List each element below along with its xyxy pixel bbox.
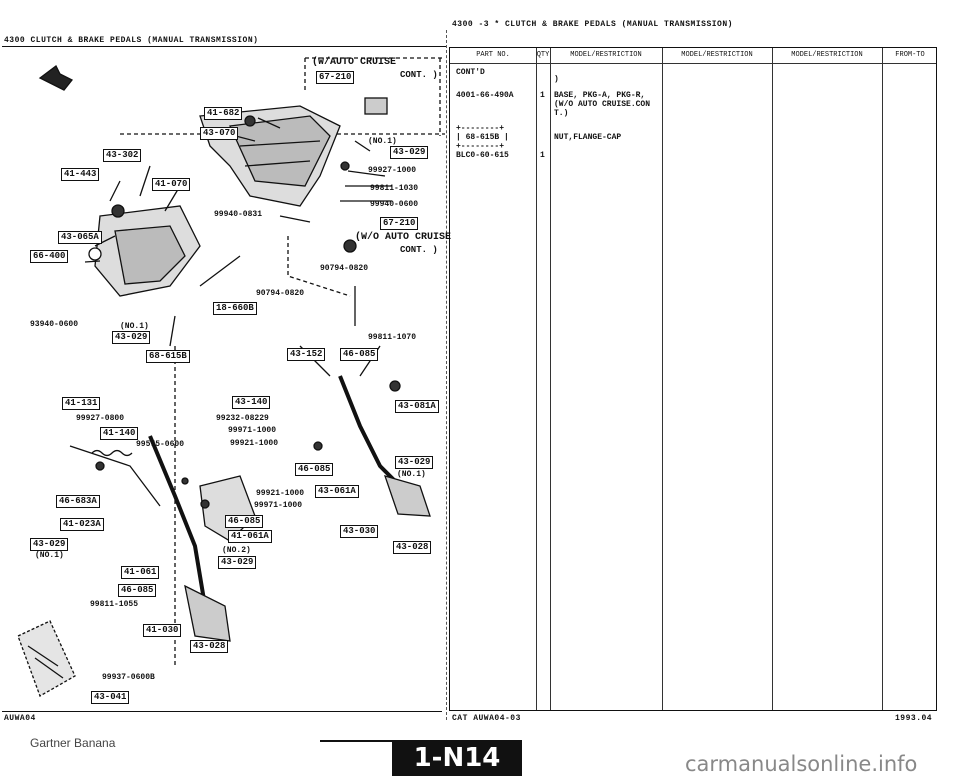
table-cell-part: +--------+ xyxy=(456,142,505,151)
no-label: (NO.1) xyxy=(35,551,64,560)
part-code-box: 67-210 xyxy=(316,71,355,84)
col-header-from-to: FROM-TO xyxy=(895,51,925,59)
page-number-badge: 1-N14 xyxy=(392,740,522,776)
badge-rule-left xyxy=(320,740,392,742)
table-cell-part: 4001-66-490A xyxy=(456,91,514,100)
part-code-box: 41-682 xyxy=(204,107,243,120)
no-label: (NO.1) xyxy=(368,137,397,146)
part-code-box: 68-615B xyxy=(146,350,190,363)
part-code-box: 43-029 xyxy=(218,556,257,569)
part-code-box: 43-029 xyxy=(390,146,429,159)
part-code-box: 41-131 xyxy=(62,397,101,410)
front-arrow-icon xyxy=(38,65,74,91)
part-number: 99937-0600B xyxy=(102,673,155,682)
table-cell-qty: 1 xyxy=(540,151,545,160)
left-footer-code: AUWA04 xyxy=(4,714,36,723)
part-code-box: 43-028 xyxy=(190,640,229,653)
table-cell-qty: 1 xyxy=(540,91,545,100)
right-footer-date: 1993.04 xyxy=(895,714,933,723)
part-number: 93940-0600 xyxy=(30,320,79,329)
part-code-box: 43-061A xyxy=(315,485,359,498)
part-code-box: 43-028 xyxy=(393,541,432,554)
part-code-box: 67-210 xyxy=(380,217,419,230)
part-number: 90794-0820 xyxy=(256,289,305,298)
part-number: 99971-1000 xyxy=(228,426,277,435)
watermark-left: Gartner Banana xyxy=(30,736,116,750)
part-code-box: 43-030 xyxy=(340,525,379,538)
part-code-box: 41-443 xyxy=(61,168,100,181)
left-header-rule xyxy=(2,46,446,47)
part-number: 90794-0820 xyxy=(320,264,369,273)
part-code-box: 46-085 xyxy=(118,584,157,597)
part-number: 99940-0600 xyxy=(370,200,419,209)
no-label: (NO.1) xyxy=(397,470,426,479)
part-number: 99811-1030 xyxy=(370,184,419,193)
part-code-box: 43-065A xyxy=(58,231,102,244)
part-code-box: 46-683A xyxy=(56,495,100,508)
table-cell-desc: NUT,FLANGE-CAP xyxy=(554,133,622,142)
cruise-label-mid-suffix: CONT. ) xyxy=(400,245,438,255)
col-header-qty: QTY xyxy=(536,51,550,59)
part-number: 99232-08229 xyxy=(216,414,269,423)
part-number: 99971-1000 xyxy=(254,501,303,510)
table-cell-desc: (W/O AUTO CRUISE.CON xyxy=(554,100,651,109)
right-page-title: 4300 -3 * CLUTCH & BRAKE PEDALS (MANUAL … xyxy=(452,20,733,29)
part-code-box: 41-070 xyxy=(152,178,191,191)
part-code-box: 43-140 xyxy=(232,396,271,409)
part-number: 99921-1000 xyxy=(256,489,305,498)
part-code-box: 41-030 xyxy=(143,624,182,637)
part-code-box: 43-029 xyxy=(112,331,151,344)
part-number: 99575-0600 xyxy=(136,440,185,449)
table-cell-part: CONT'D xyxy=(456,68,485,77)
part-number: 99811-1055 xyxy=(90,600,139,609)
part-number: 99927-0800 xyxy=(76,414,125,423)
watermark-right: carmanualsonline.info xyxy=(685,752,918,776)
part-number: 99921-1000 xyxy=(230,439,279,448)
table-cell-part: BLC0-60-615 xyxy=(456,151,509,160)
table-cell-desc: T.) xyxy=(554,109,569,118)
part-code-box: 41-061A xyxy=(228,530,272,543)
cruise-label-mid: (W/O AUTO CRUISE xyxy=(355,232,452,243)
table-cell-desc: BASE, PKG-A, PKG-R, xyxy=(554,91,646,100)
table-cell-part: | 68-615B | xyxy=(456,133,509,142)
col-header-model-3: MODEL/RESTRICTION xyxy=(791,51,863,59)
part-code-box: 46-085 xyxy=(340,348,379,361)
part-code-box: 46-085 xyxy=(225,515,264,528)
parts-table: PART NO. QTY MODEL/RESTRICTION MODEL/RES… xyxy=(449,47,937,711)
part-code-box: 41-061 xyxy=(121,566,160,579)
part-code-box: 43-081A xyxy=(395,400,439,413)
table-cell-desc: ) xyxy=(554,75,559,84)
col-header-model-2: MODEL/RESTRICTION xyxy=(681,51,753,59)
part-code-box: 41-140 xyxy=(100,427,139,440)
part-code-box: 43-070 xyxy=(200,127,239,140)
no-label: (NO.2) xyxy=(222,546,251,555)
part-number: 99940-0831 xyxy=(214,210,263,219)
part-number: 99927-1000 xyxy=(368,166,417,175)
no-label: (NO.1) xyxy=(120,322,149,331)
center-fold-line xyxy=(446,30,447,720)
part-code-box: 41-023A xyxy=(60,518,104,531)
part-code-box: 66-400 xyxy=(30,250,69,263)
left-footer-rule xyxy=(2,711,442,712)
part-code-box: 43-152 xyxy=(287,348,326,361)
part-code-box: 43-302 xyxy=(103,149,142,162)
part-code-box: 43-029 xyxy=(395,456,434,469)
cruise-label-top-suffix: CONT. ) xyxy=(400,70,438,80)
col-header-part-no: PART NO. xyxy=(476,51,510,59)
right-footer-catalog: CAT AUWA04-03 xyxy=(452,714,521,723)
part-code-box: 18-660B xyxy=(213,302,257,315)
part-code-box: 43-029 xyxy=(30,538,69,551)
cruise-label-top: (W/AUTO CRUISE xyxy=(312,57,397,68)
part-number: 99811-1070 xyxy=(368,333,417,342)
part-code-box: 43-041 xyxy=(91,691,130,704)
exploded-diagram xyxy=(17,57,445,697)
col-header-model-1: MODEL/RESTRICTION xyxy=(570,51,642,59)
table-cell-part: +--------+ xyxy=(456,124,505,133)
part-code-box: 46-085 xyxy=(295,463,334,476)
left-page-title: 4300 CLUTCH & BRAKE PEDALS (MANUAL TRANS… xyxy=(4,36,259,45)
